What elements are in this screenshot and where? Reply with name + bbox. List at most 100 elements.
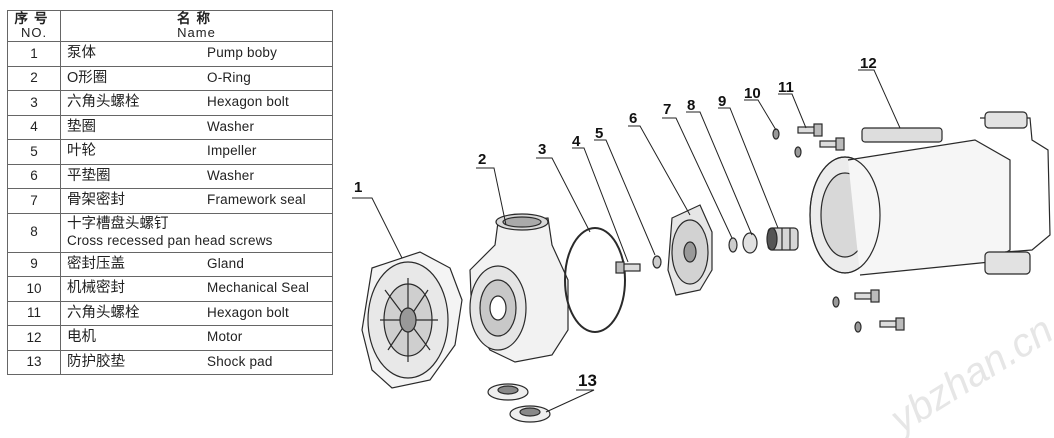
- label-7: 7: [663, 101, 671, 118]
- exploded-pump-diagram: 1 2 3 4 5 6 7 8 9 10 11 12 13 ybzhan.cn: [352, 55, 1054, 438]
- row-name-en: Pump boby: [207, 45, 278, 61]
- part-3-o-ring: [564, 227, 626, 333]
- row-name-en: Gland: [207, 255, 245, 271]
- row-no: 11: [7, 300, 61, 326]
- row-name-en: Motor: [207, 329, 243, 345]
- row-name: 骨架密封 Framework seal: [60, 188, 333, 214]
- row-name-cn: 十字槽盘头螺钉: [67, 216, 169, 233]
- row-name: O形圈 O-Ring: [60, 65, 333, 91]
- row-name-cn: 机械密封: [67, 280, 125, 297]
- row-no: 6: [7, 163, 61, 189]
- part-5-washer: [652, 255, 662, 269]
- header-name-cn: 名称: [177, 11, 216, 27]
- table-row: 5 叶轮 Impeller: [7, 139, 333, 165]
- header-no-cn: 序号: [14, 11, 54, 27]
- row-name: 叶轮 Impeller: [60, 139, 333, 165]
- row-name-en: Washer: [207, 167, 255, 183]
- label-10: 10: [744, 85, 761, 102]
- row-name-cn: 密封压盖: [67, 255, 125, 272]
- row-no: 9: [7, 251, 61, 277]
- label-3: 3: [538, 141, 546, 158]
- table-row: 3 六角头螺栓 Hexagon bolt: [7, 90, 333, 116]
- label-11: 11: [778, 79, 794, 96]
- header-name: 名称 Name: [60, 10, 333, 42]
- label-12: 12: [860, 55, 877, 72]
- label-9: 9: [718, 93, 726, 110]
- table-row: 10 机械密封 Mechanical Seal: [7, 276, 333, 302]
- row-no: 13: [7, 349, 61, 375]
- label-1: 1: [354, 179, 362, 196]
- part-2-volute-housing: [469, 213, 569, 363]
- part-11-bolts: [772, 123, 905, 333]
- row-no: 3: [7, 90, 61, 116]
- row-name-en: O-Ring: [207, 69, 251, 85]
- row-no: 5: [7, 139, 61, 165]
- row-name-en: Framework seal: [207, 192, 306, 208]
- row-name-cn: O形圈: [67, 69, 108, 86]
- label-4: 4: [572, 133, 581, 150]
- part-8-seal: [742, 232, 758, 254]
- row-no: 10: [7, 276, 61, 302]
- header-name-en: Name: [177, 25, 216, 41]
- table-row: 11 六角头螺栓 Hexagon bolt: [7, 300, 333, 326]
- table-row: 7 骨架密封 Framework seal: [7, 188, 333, 214]
- label-5: 5: [595, 125, 603, 142]
- row-no: 7: [7, 188, 61, 214]
- row-name-en: Mechanical Seal: [207, 280, 310, 296]
- row-name: 六角头螺栓 Hexagon bolt: [60, 90, 333, 116]
- row-no: 2: [7, 65, 61, 91]
- row-name-en: Washer: [207, 118, 255, 134]
- part-9-10-mechanical-seal: [766, 227, 799, 251]
- label-6: 6: [629, 110, 637, 127]
- part-7-washer: [728, 237, 738, 253]
- row-name-cn: 六角头螺栓: [67, 94, 140, 111]
- table-row: 12 电机 Motor: [7, 325, 333, 351]
- row-name: 电机 Motor: [60, 325, 333, 351]
- table-row: 1 泵体 Pump boby: [7, 41, 333, 67]
- label-8: 8: [687, 97, 695, 114]
- row-name-cn: 骨架密封: [67, 192, 125, 209]
- row-name-en: Cross recessed pan head screws: [67, 232, 273, 248]
- row-name: 密封压盖 Gland: [60, 251, 333, 277]
- parts-table: 序号 NO. 名称 Name 1 泵体 Pump boby 2 O形圈 O-Ring…: [7, 10, 333, 375]
- row-name-cn: 六角头螺栓: [67, 304, 140, 321]
- part-labels: 1 2 3 4 5 6 7 8 9 10 11 12 13: [354, 55, 877, 390]
- table-row: 13 防护胶垫 Shock pad: [7, 349, 333, 375]
- row-name-cn: 防护胶垫: [67, 353, 125, 370]
- part-1-pump-body: [361, 251, 463, 389]
- row-name: 六角头螺栓 Hexagon bolt: [60, 300, 333, 326]
- header-no-en: NO.: [20, 25, 48, 41]
- table-header-row: 序号 NO. 名称 Name: [7, 10, 333, 42]
- row-no: 1: [7, 41, 61, 67]
- row-name-cn: 电机: [67, 329, 96, 346]
- row-name-en: Shock pad: [207, 353, 273, 369]
- row-name: 防护胶垫 Shock pad: [60, 349, 333, 375]
- header-no: 序号 NO.: [7, 10, 61, 42]
- leader-lines: [352, 69, 901, 413]
- part-12-motor: [809, 111, 1051, 276]
- watermark: ybzhan.cn: [880, 308, 1054, 438]
- row-no: 8: [7, 212, 61, 253]
- table-row: 9 密封压盖 Gland: [7, 251, 333, 277]
- row-no: 12: [7, 325, 61, 351]
- row-name-cn: 叶轮: [67, 143, 96, 160]
- part-4-bolt: [615, 261, 641, 274]
- row-name: 泵体 Pump boby: [60, 41, 333, 67]
- row-no: 4: [7, 114, 61, 140]
- row-name-en: Hexagon bolt: [207, 304, 289, 320]
- row-name-en: Hexagon bolt: [207, 94, 289, 110]
- row-name: 机械密封 Mechanical Seal: [60, 276, 333, 302]
- table-row: 2 O形圈 O-Ring: [7, 65, 333, 91]
- part-6-impeller: [667, 204, 713, 296]
- row-name-en: Impeller: [207, 143, 257, 159]
- label-2: 2: [478, 151, 486, 168]
- part-13-shock-pads: [487, 383, 551, 423]
- label-13: 13: [578, 371, 597, 390]
- row-name-cn: 泵体: [67, 45, 96, 62]
